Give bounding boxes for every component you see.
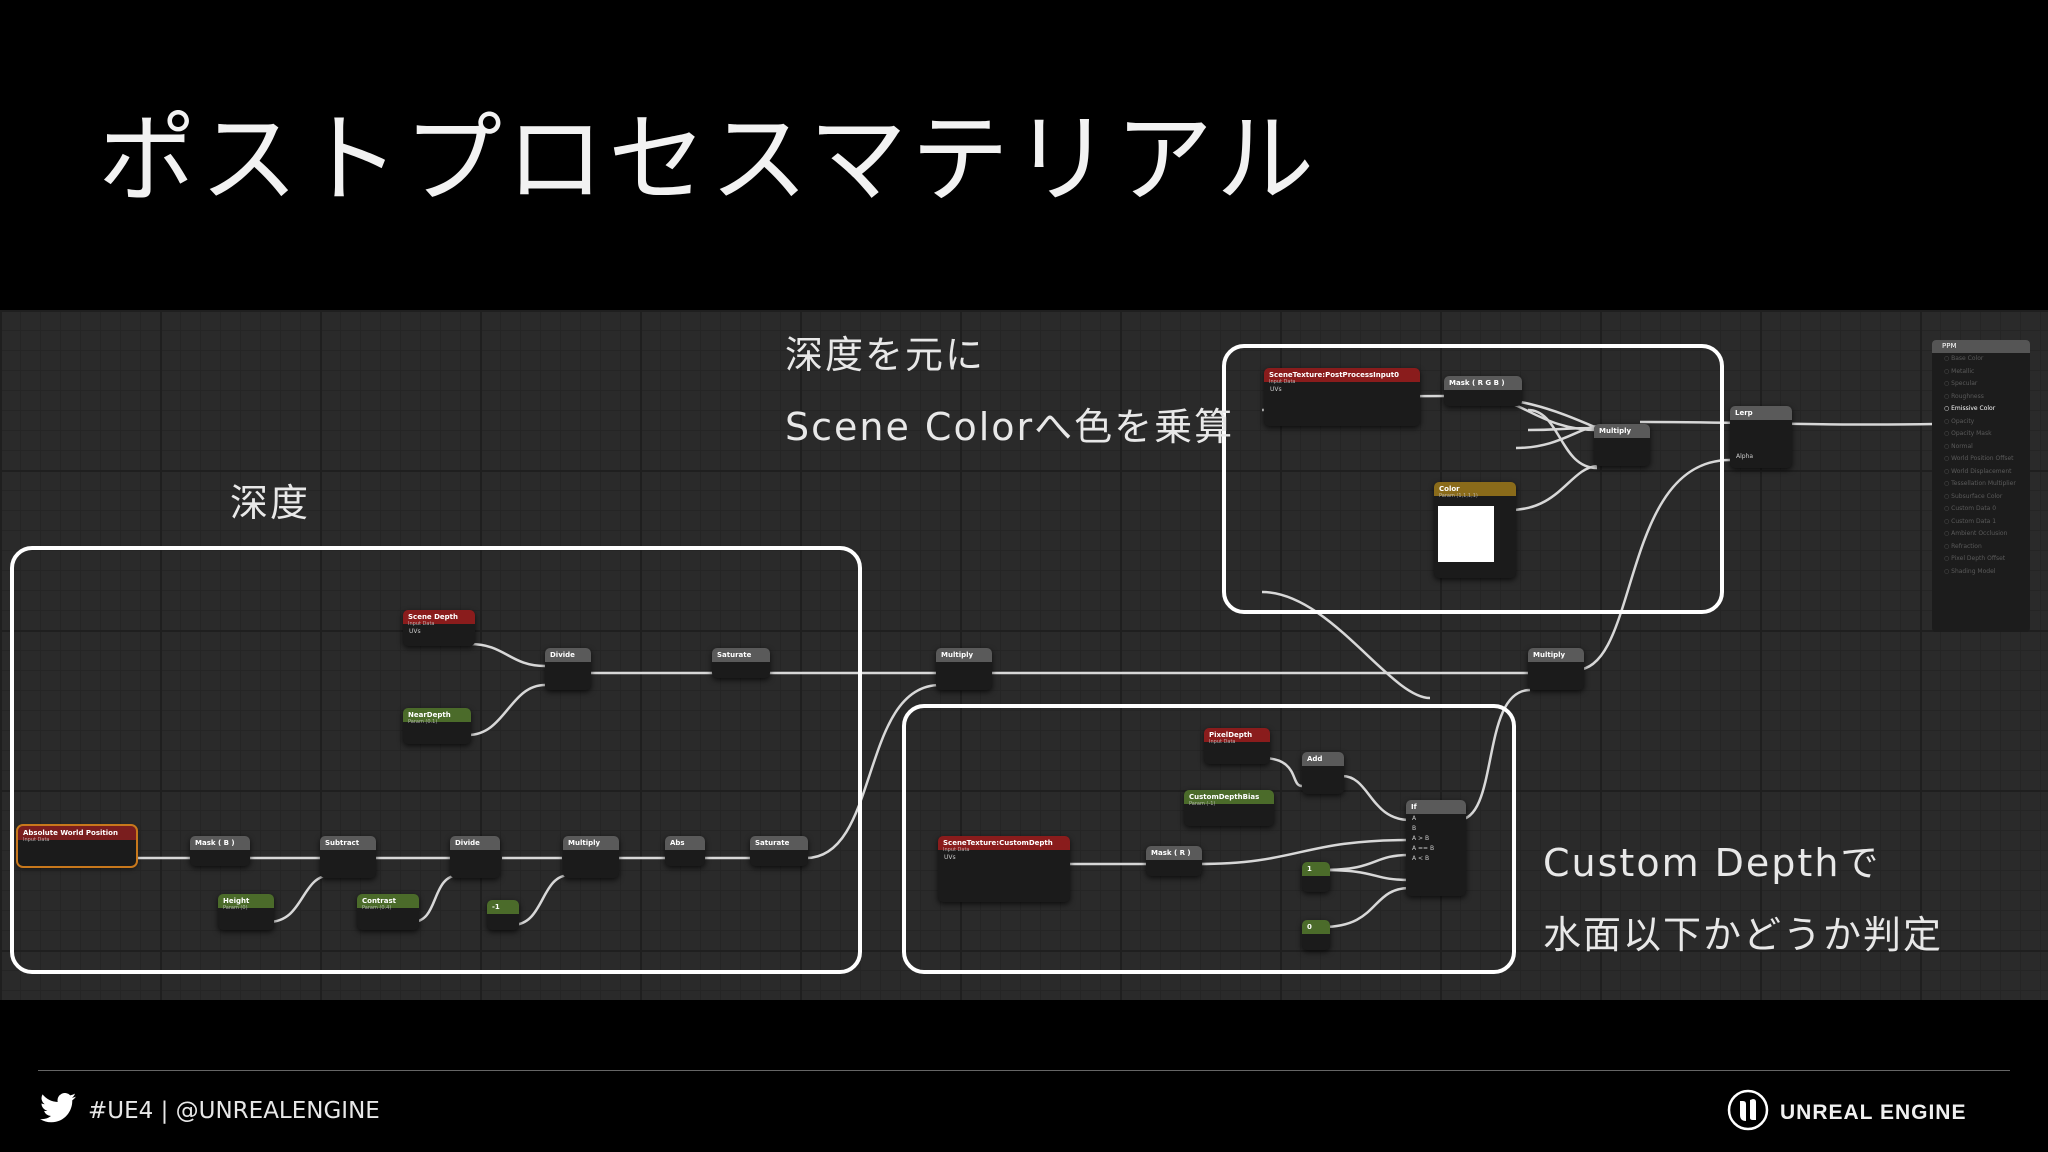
output-pin[interactable]: ○ Normal	[1944, 442, 1973, 450]
output-pin[interactable]: ○ Pixel Depth Offset	[1944, 555, 2006, 562]
footer-divider	[38, 1070, 2010, 1071]
node-custom-depth-bias[interactable]: CustomDepthBias Param (-1)	[1184, 790, 1274, 826]
node-scene-depth[interactable]: Scene Depth Input Data UVs	[403, 610, 475, 646]
node-divide-1[interactable]: Divide	[545, 648, 591, 690]
annotation-custom-depth-1: Custom Depthで	[1543, 841, 1881, 885]
node-const-minus1[interactable]: -1	[487, 900, 519, 930]
material-output-node[interactable]: PPM ○ Base Color○ Metallic○ Specular○ Ro…	[1932, 340, 2030, 632]
scene-color-highlight-frame	[1222, 344, 1724, 614]
output-pin[interactable]: ○ Opacity	[1944, 417, 1975, 425]
twitter-bird-icon	[40, 1092, 76, 1129]
output-pin-list: ○ Base Color ○ Metallic ○ Specular ○ Roughn…	[1932, 353, 2030, 578]
wire	[511, 873, 571, 927]
output-pin[interactable]: ○ Roughness	[1944, 392, 1984, 400]
slide-title: ポストプロセスマテリアル	[98, 103, 1319, 217]
node-multiply-mid[interactable]: Multiply	[936, 648, 992, 690]
wire	[805, 683, 941, 860]
wire	[1527, 408, 1598, 470]
output-pin[interactable]: ○ Subsurface Color	[1944, 492, 2003, 500]
wire	[1509, 464, 1598, 512]
node-multiply-top[interactable]: Multiply	[1594, 424, 1650, 466]
wire	[1197, 838, 1411, 866]
node-const-1[interactable]: 1	[1302, 862, 1330, 892]
footer-social: #UE4 | @UNREALENGINE	[40, 1092, 380, 1129]
node-if[interactable]: If A B A > B A == B A < B	[1406, 800, 1466, 896]
output-pin[interactable]: ○ Shading Model	[1944, 567, 1996, 575]
node-subtract[interactable]: Subtract	[320, 836, 376, 878]
node-contrast[interactable]: Contrast Param (0.4)	[357, 894, 419, 930]
output-pin[interactable]: ○ Emissive Color	[1944, 405, 1996, 412]
output-pin[interactable]: ○ Tessellation Multiplier	[1944, 480, 2016, 487]
output-pin[interactable]: ○ Metallic	[1944, 367, 1975, 375]
color-swatch	[1438, 506, 1494, 562]
node-lerp[interactable]: Lerp Alpha	[1730, 406, 1792, 468]
footer-brand: UNREAL ENGINE	[1726, 1088, 1966, 1138]
output-pin[interactable]: ○ Refraction	[1944, 542, 1982, 550]
wire	[1321, 886, 1411, 929]
wire	[1261, 590, 1431, 700]
annotation-scene-color-1: 深度を元に	[785, 333, 986, 377]
node-scenetexture-customdepth[interactable]: SceneTexture:CustomDepth Input Data UVs	[938, 836, 1070, 902]
output-pin[interactable]: ○ Ambient Occlusion	[1944, 530, 2008, 537]
annotation-scene-color-2: Scene Colorへ色を乗算	[785, 405, 1235, 449]
node-scenetexture-postprocess[interactable]: SceneTexture:PostProcessInput0 Input Dat…	[1264, 368, 1420, 426]
wire	[1261, 756, 1303, 788]
output-pin[interactable]: ○ Specular	[1944, 380, 1978, 387]
node-mask-rgb[interactable]: Mask ( R G B )	[1444, 376, 1522, 406]
wire	[469, 642, 546, 668]
node-const-0[interactable]: 0	[1302, 920, 1330, 950]
node-pixel-depth[interactable]: PixelDepth Input Data	[1204, 728, 1270, 764]
node-multiply-right[interactable]: Multiply	[1528, 648, 1584, 690]
node-absolute-world-position[interactable]: Absolute World Position Input Data	[16, 824, 138, 868]
node-mask-b[interactable]: Mask ( B )	[190, 836, 250, 866]
annotation-depth: 深度	[230, 481, 311, 525]
wire	[1457, 688, 1531, 822]
output-pin[interactable]: ○ Custom Data 1	[1944, 517, 1997, 525]
footer-hashtag: #UE4 | @UNREALENGINE	[88, 1098, 380, 1124]
output-pin[interactable]: ○ World Displacement	[1944, 467, 2012, 475]
custom-depth-highlight-frame	[902, 704, 1516, 974]
node-height[interactable]: Height Param (0)	[218, 894, 274, 930]
node-multiply-1[interactable]: Multiply	[563, 836, 619, 878]
node-saturate-2[interactable]: Saturate	[750, 836, 808, 866]
annotation-custom-depth-2: 水面以下かどうか判定	[1543, 913, 1944, 957]
node-saturate-1[interactable]: Saturate	[712, 648, 770, 678]
node-mask-r[interactable]: Mask ( R )	[1146, 846, 1202, 876]
wire	[1575, 458, 1731, 672]
wire	[467, 683, 546, 737]
unreal-logo-icon	[1726, 1088, 1770, 1138]
output-pin[interactable]: ○ Custom Data 0	[1944, 505, 1997, 512]
material-graph-canvas[interactable]: Scene Depth Input Data UVs NearDepth Par…	[0, 310, 2048, 1000]
depth-highlight-frame	[10, 546, 862, 974]
node-abs[interactable]: Abs	[665, 836, 705, 866]
node-color-param[interactable]: Color Param (1,1,1,1)	[1434, 482, 1516, 578]
output-pin[interactable]: ○ Base Color	[1944, 355, 1984, 362]
node-near-depth[interactable]: NearDepth Param (0.1)	[403, 708, 471, 744]
node-add[interactable]: Add	[1302, 752, 1344, 794]
output-pin[interactable]: ○ Opacity Mask	[1944, 430, 1992, 437]
wire	[1341, 774, 1411, 822]
brand-name: UNREAL ENGINE	[1780, 1101, 1967, 1124]
wire	[1321, 868, 1411, 882]
node-divide-2[interactable]: Divide	[450, 836, 500, 878]
output-pin[interactable]: ○ World Position Offset	[1944, 455, 2014, 462]
